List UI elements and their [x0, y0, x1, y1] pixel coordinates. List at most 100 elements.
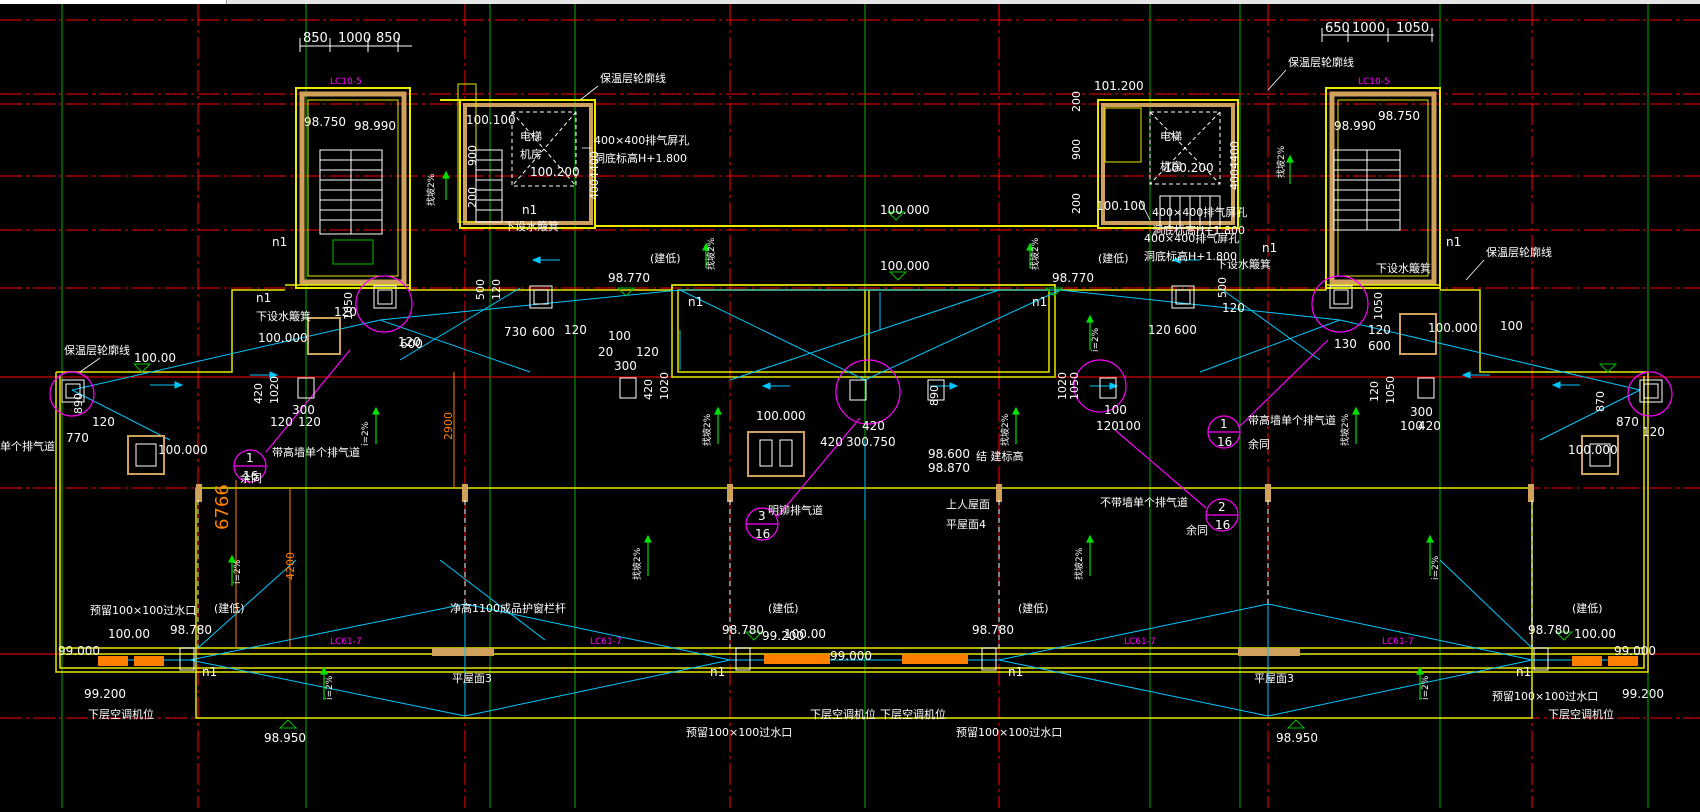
label-exhaust-hole: 400×400排气屏孔 — [1144, 231, 1239, 245]
elev: 98.770 — [608, 271, 650, 285]
dim-v: 900 — [466, 145, 479, 166]
dim-small: 120 — [270, 415, 293, 429]
label-slope: 找坡2% — [425, 173, 437, 206]
label-slope: 找坡2% — [631, 547, 643, 580]
label-slope: 找坡2% — [705, 237, 717, 270]
label-n1: n1 — [1262, 241, 1277, 255]
dim-v: 4004400 — [588, 151, 601, 200]
dim-v: 1020 — [1056, 372, 1069, 400]
elev: 98.950 — [264, 731, 306, 745]
dim-v: 200 — [466, 187, 479, 208]
label-insulation: 保温层轮廓线 — [1288, 55, 1354, 69]
label-exhaust-hole: 400×400排气屏孔 — [1152, 205, 1247, 219]
dim-small: 120 — [636, 345, 659, 359]
label-build-low: (建低) — [650, 251, 681, 265]
elev: 98.990 — [1334, 119, 1376, 133]
label-slope-i: i=2% — [361, 421, 371, 446]
label-n1: n1 — [710, 665, 725, 679]
elev: 100.100 — [466, 113, 516, 127]
label-n1: n1 — [1446, 235, 1461, 249]
dim-small: 120 — [1096, 419, 1119, 433]
label-elev: 电梯 — [520, 130, 542, 143]
elev: 99.000 — [1614, 644, 1656, 658]
dim-small: 300 — [614, 359, 637, 373]
elev: 98.780 — [972, 623, 1014, 637]
label-slope: 找坡2% — [1339, 413, 1351, 446]
label-downpipe: 下设水簸箕 — [1376, 261, 1431, 275]
callout-num: 2 — [1218, 500, 1226, 514]
chimney-boxes — [127, 313, 1619, 477]
n1-labels: n1 n1 n1 n1 n1 n1 n1 n1 n1 n1 n1 — [202, 203, 1531, 679]
callout-den: 16 — [243, 469, 258, 483]
elev: 300.750 — [846, 435, 896, 449]
label-upper-roof: 上人屋面 — [946, 498, 990, 511]
label-downpipe: 下设水簸箕 — [504, 219, 559, 233]
window-labels: LC10-5 LC10-5 LC61-7 LC61-7 LC61-7 LC61-… — [330, 77, 1414, 647]
label-build-low: (建低) — [214, 601, 245, 615]
label-n1: n1 — [202, 665, 217, 679]
elevation-labels: 98.750 98.990 100.100 100.200 100.000 10… — [58, 79, 1664, 745]
label-ac-unit: 下层空调机位 — [1548, 707, 1614, 721]
dim-label: 1000 — [338, 31, 371, 46]
label-build-low: (建低) — [1098, 251, 1129, 265]
elev: 98.770 — [1052, 271, 1094, 285]
dim-small: 420 — [1418, 419, 1441, 433]
dim-small: 770 — [66, 431, 89, 445]
dim-small: 100 — [1500, 319, 1523, 333]
dim-v: 1050 — [1384, 376, 1397, 404]
dim-small: 120 — [398, 335, 421, 349]
dim-small: 600 — [1174, 323, 1197, 337]
window-top-strip — [0, 0, 1700, 4]
dim-v: 120 — [490, 279, 503, 300]
callout-den: 16 — [1215, 518, 1230, 532]
dim-v: 1050 — [1372, 292, 1385, 320]
label-insulation: 保温层轮廓线 — [64, 343, 130, 357]
left-stair-tower — [295, 87, 411, 289]
label-same: 余同 — [1186, 523, 1208, 537]
ac-units — [98, 654, 1638, 666]
label-lc61: LC61-7 — [330, 637, 362, 647]
label-slope: 找坡2% — [1029, 237, 1041, 270]
elev: 100.000 — [880, 259, 930, 273]
label-ac-unit: 下层空调机位 — [810, 707, 876, 721]
label-n1: n1 — [1032, 295, 1047, 309]
upper-corridor — [594, 218, 1099, 227]
label-no-wall-exhaust: 不带墙单个排气道 — [1100, 495, 1188, 509]
label-build-low: (建低) — [1572, 601, 1603, 615]
elev: 99.200 — [84, 687, 126, 701]
right-stair-tower — [1325, 87, 1441, 289]
dim-v: 1050 — [342, 292, 355, 320]
elev: 98.780 — [1528, 623, 1570, 637]
elev: 99.000 — [830, 649, 872, 663]
callout-den: 16 — [755, 527, 770, 541]
label-slope: 找坡2% — [1275, 145, 1287, 178]
tab-stub[interactable] — [0, 0, 227, 4]
slope-arrows — [228, 154, 1434, 700]
elev: 100.200 — [1164, 161, 1214, 175]
dim-v: 200 — [1070, 91, 1083, 112]
label-pre-drain: 预留100×100过水口 — [956, 726, 1062, 739]
label-flat-roof3: 平屋面3 — [1254, 672, 1294, 685]
dim-v: 420 — [252, 383, 265, 404]
dim-v: 1020 — [268, 376, 281, 404]
dim-v: 200 — [1070, 193, 1083, 214]
dim-v: 4004400 — [1228, 141, 1241, 190]
dim-small: 100 — [1400, 419, 1423, 433]
dim-small: 300 — [1410, 405, 1433, 419]
elev: 100.000 — [158, 443, 208, 457]
label-lc10: LC10-5 — [1358, 77, 1390, 87]
label-flat-roof: 平屋面4 — [946, 518, 986, 531]
elev: 99.000 — [58, 644, 100, 658]
callout-den: 16 — [1217, 435, 1232, 449]
elev: 100.000 — [258, 331, 308, 345]
elev: 98.780 — [170, 623, 212, 637]
dim-vertical: 6766 — [212, 484, 233, 530]
dim-small: 120 — [1642, 425, 1665, 439]
top-dimension-labels: 850 1000 850 650 1000 1050 — [303, 21, 1429, 46]
label-lc61: LC61-7 — [1124, 637, 1156, 647]
elev: 98.750 — [1378, 109, 1420, 123]
label-railing: 净高1100成品护窗栏杆 — [450, 601, 566, 615]
label-hole-bottom: 洞底标高H+1.800 — [594, 151, 687, 165]
callout-num: 1 — [246, 451, 254, 465]
